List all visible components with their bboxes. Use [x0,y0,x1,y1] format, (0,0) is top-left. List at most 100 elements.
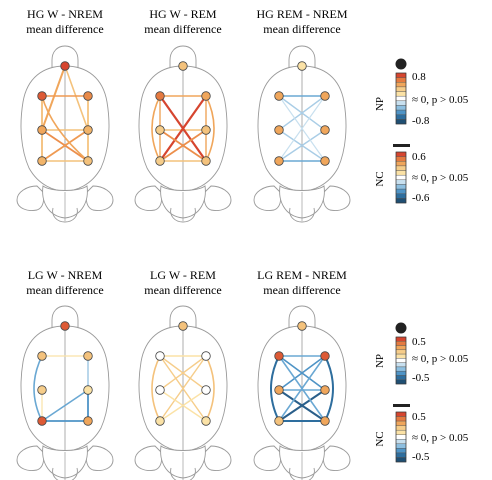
colorbar-swatch [395,179,407,185]
colorbar-swatch [395,379,407,385]
colorbar-swatch [395,100,407,106]
brain-panel [134,305,232,480]
colorbar-swatch [395,434,407,440]
electrode-node [155,385,165,395]
electrode-node [274,416,284,426]
left-paraflocculus-outline [16,445,45,471]
connection-edge [159,355,207,391]
brainstem-outline [52,467,78,480]
colorbar-swatch [395,91,407,97]
right-paraflocculus-outline [203,185,232,211]
connection-edge [159,355,207,422]
connection-edge [205,95,215,162]
colorbar-swatch [395,336,407,342]
colorbar-swatch [395,349,407,355]
right-paraflocculus-outline [322,445,351,471]
electrode-node [83,416,93,426]
np-mid-label: ≈ 0, p > 0.05 [412,353,469,365]
colorbar-swatch [395,151,407,157]
connectivity-symbol [393,404,410,407]
brain-panel [253,45,351,223]
title-line1: HG W - REM [149,7,217,21]
connection-edge [151,355,161,422]
colorbar-swatch [395,416,407,422]
title-line2: mean difference [144,283,222,297]
connection-edge [278,355,326,391]
panel-title-lg-rem-nrem: LG REM - NREM mean difference [242,268,362,298]
connection-edge [158,94,208,163]
left-paraflocculus-outline [16,185,45,211]
left-paraflocculus-outline [134,445,163,471]
colorbar-swatch [395,184,407,190]
panel-title-hg-w-rem: HG W - REM mean difference [123,7,243,37]
electrode-node [297,61,307,71]
electrode-node [297,321,307,331]
electrode-node [201,416,211,426]
colorbar-swatch [395,370,407,376]
colorbar-swatch [395,345,407,351]
colorbar-swatch [395,420,407,426]
connectivity-symbol [393,144,410,147]
nc-axis-label: NC [374,431,386,446]
electrode-node [178,61,188,71]
colorbar-swatch [395,165,407,171]
colorbar-swatch [395,375,407,380]
colorbar-swatch [395,170,407,176]
nc-max-label: 0.6 [412,151,426,163]
np-max-label: 0.8 [412,71,426,83]
colorbar-swatch [395,443,407,449]
electrode-node [178,321,188,331]
electrode-node [83,385,93,395]
np-max-label: 0.5 [412,336,426,348]
panel-title-hg-w-nrem: HG W - NREM mean difference [5,7,125,37]
colorbar-frame [395,151,407,204]
brain-panel [16,305,114,480]
colorbar-swatch [395,174,407,181]
electrode-node [83,156,93,166]
colorbar-swatch [395,156,407,162]
connection-edge [159,389,207,422]
electrode-node [320,125,330,135]
electrode-node [201,125,211,135]
connection-edge [33,355,43,422]
panel-title-hg-rem-nrem: HG REM - NREM mean difference [242,7,362,37]
colorbar-frame [395,72,407,125]
colorbar-swatch [395,161,407,167]
electrode-node [320,91,330,101]
connection-edge [324,355,334,422]
nc-max-label: 0.5 [412,411,426,423]
nc-mid-label: ≈ 0, p > 0.05 [412,172,469,184]
electrode-node [274,91,284,101]
electrode-node [155,125,165,135]
nc-min-label: -0.6 [412,192,430,204]
electrode-node [60,321,70,331]
nc-mid-label: ≈ 0, p > 0.05 [412,432,469,444]
connection-edge [41,129,89,162]
connection-edge [41,389,89,422]
electrode-node [37,91,47,101]
legend-lg: NP 0.5 ≈ 0, p > 0.05 -0.5 NC 0.5 ≈ 0, p … [374,322,469,463]
electrode-node [274,156,284,166]
right-paraflocculus-outline [203,445,232,471]
electrode-node [201,385,211,395]
nc-axis-label: NC [374,171,386,186]
electrode-node [83,351,93,361]
colorbar-frame [395,411,407,463]
electrode-node [37,416,47,426]
title-line2: mean difference [26,22,104,36]
title-line2: mean difference [144,22,222,36]
node-power-symbol [395,322,407,334]
electrode-node [37,385,47,395]
connection-edge [41,65,66,131]
electrode-node [320,416,330,426]
right-paraflocculus-outline [85,445,114,471]
electrode-node [274,385,284,395]
brainstem-outline [170,207,196,223]
left-paraflocculus-outline [134,185,163,211]
brain-panel [253,305,351,480]
colorbar-swatch [395,109,407,115]
electrode-node [37,156,47,166]
electrode-node [155,416,165,426]
electrode-node [320,156,330,166]
connection-edge [278,129,326,162]
